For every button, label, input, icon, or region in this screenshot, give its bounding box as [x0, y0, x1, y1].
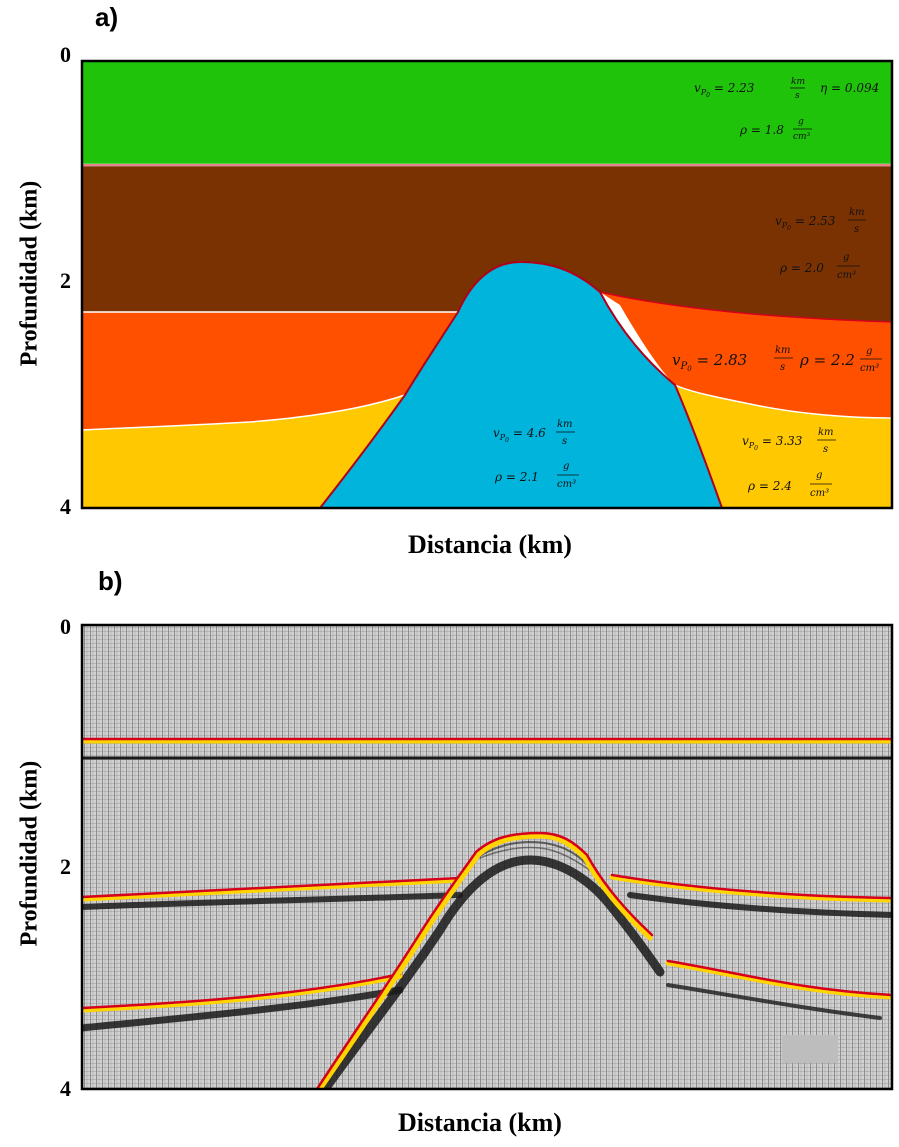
svg-text:ρ = 2.0: ρ = 2.0: [779, 261, 824, 275]
interpreted-horizons: [82, 737, 892, 1089]
svg-text:η = 0.094: η = 0.094: [820, 81, 879, 95]
seismic-background: [82, 625, 892, 1089]
panel-a-ytick-2: 2: [60, 268, 71, 293]
svg-text:g: g: [798, 117, 804, 127]
svg-text:km: km: [557, 419, 573, 430]
svg-text:vP0 = 2.83: vP0 = 2.83: [672, 351, 747, 373]
svg-text:vP0 = 2.23: vP0 = 2.23: [694, 81, 755, 99]
svg-text:s: s: [823, 444, 828, 455]
seismic-blank-patch: [782, 1035, 838, 1063]
svg-text:ρ = 1.8: ρ = 1.8: [739, 123, 784, 137]
svg-text:km: km: [791, 77, 805, 87]
svg-text:cm³: cm³: [793, 132, 811, 142]
panel-b-seismic: [82, 625, 892, 1089]
svg-text:km: km: [818, 427, 834, 438]
layer-3-orange: [82, 292, 892, 430]
layer-1-green: [82, 61, 892, 165]
svg-text:vP0 = 2.53: vP0 = 2.53: [775, 214, 836, 232]
layer-2-annotation: vP0 = 2.53 km s ρ = 2.0 g cm³: [775, 207, 866, 281]
svg-text:g: g: [563, 461, 569, 472]
layer-4-annotation: vP0 = 3.33 km s ρ = 2.4 g cm³: [742, 427, 836, 499]
svg-text:ρ = 2.4: ρ = 2.4: [747, 479, 792, 493]
svg-text:g: g: [843, 252, 849, 263]
panel-b-x-axis-title: Distancia (km): [398, 1108, 562, 1137]
svg-text:cm³: cm³: [860, 363, 879, 374]
svg-text:vP0 = 3.33: vP0 = 3.33: [742, 434, 803, 452]
panel-a-model: [82, 61, 892, 508]
seismic-reflectors: [82, 756, 892, 1089]
svg-text:cm³: cm³: [557, 479, 576, 490]
layer-2-brown: [82, 165, 892, 322]
svg-text:s: s: [854, 224, 859, 235]
svg-text:s: s: [562, 436, 567, 447]
panel-a-ytick-0: 0: [60, 42, 71, 67]
panel-b-frame: [80, 623, 894, 1091]
panel-b-y-axis-title: Profundidad (km): [16, 760, 43, 947]
svg-text:s: s: [780, 362, 785, 373]
svg-text:cm³: cm³: [810, 488, 829, 499]
panel-a-label: a): [95, 2, 119, 32]
svg-text:g: g: [866, 346, 872, 357]
svg-text:km: km: [849, 207, 865, 218]
svg-text:vP0 = 4.6: vP0 = 4.6: [493, 426, 546, 444]
salt-body: [320, 262, 722, 508]
salt-annotation: vP0 = 4.6 km s ρ = 2.1 g cm³: [493, 419, 579, 490]
svg-text:km: km: [775, 345, 791, 356]
panel-b-ytick-2: 2: [60, 854, 71, 879]
svg-text:s: s: [795, 91, 800, 101]
panel-a-ytick-4: 4: [60, 494, 71, 519]
layer-4-yellow-left: [82, 395, 405, 508]
panel-b-ytick-4: 4: [60, 1076, 71, 1101]
svg-text:g: g: [816, 470, 822, 481]
panel-a-x-axis-title: Distancia (km): [408, 530, 572, 559]
panel-b-ytick-0: 0: [60, 614, 71, 639]
svg-text:ρ = 2.1: ρ = 2.1: [494, 470, 539, 484]
layer-4-yellow-right: [675, 385, 892, 508]
svg-text:ρ = 2.2: ρ = 2.2: [799, 351, 855, 369]
layer-3-annotation: vP0 = 2.83 km s ρ = 2.2 g cm³: [672, 345, 882, 374]
panel-b-label: b): [98, 566, 123, 596]
panel-a-frame: [80, 59, 894, 510]
layer-1-annotation: vP0 = 2.23 km s η = 0.094 ρ = 1.8 g cm³: [694, 77, 879, 142]
svg-text:cm³: cm³: [837, 270, 856, 281]
